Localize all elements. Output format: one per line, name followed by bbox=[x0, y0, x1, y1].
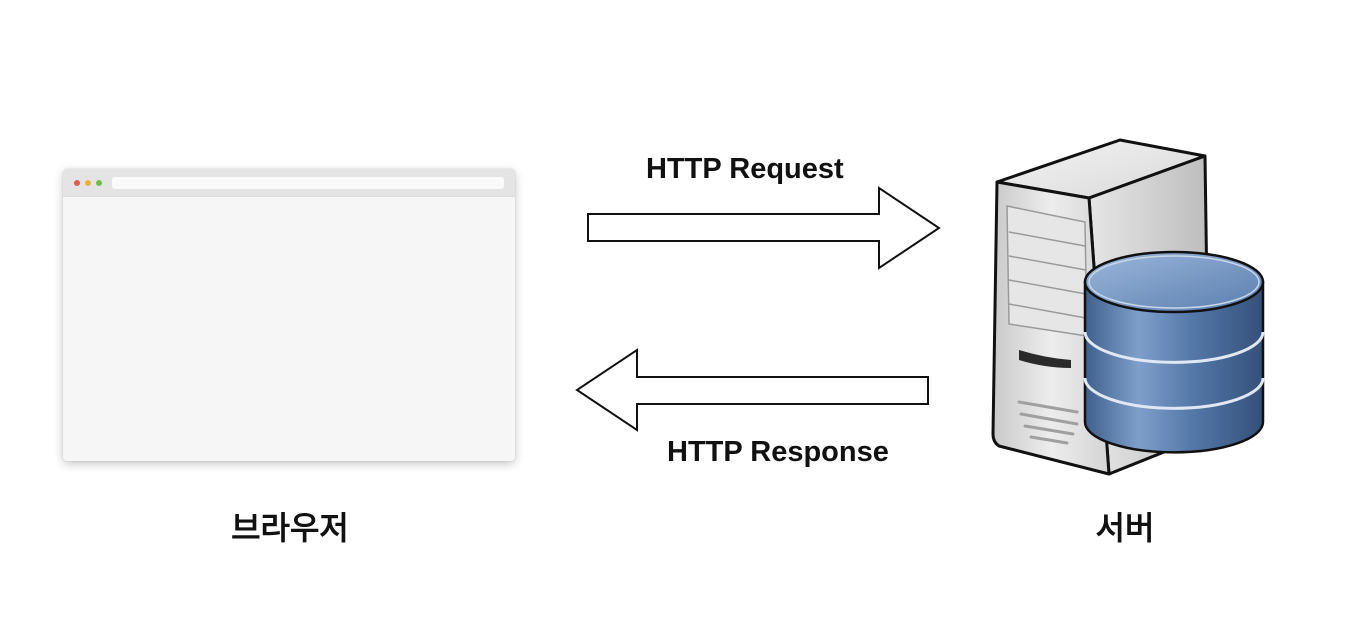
arrow-left-icon bbox=[575, 348, 929, 432]
http-request-label: HTTP Request bbox=[646, 153, 844, 185]
arrow-right-icon bbox=[587, 186, 941, 270]
browser-label: 브라우저 bbox=[231, 509, 349, 547]
http-response-label: HTTP Response bbox=[667, 436, 889, 468]
address-bar bbox=[112, 177, 504, 189]
browser-window-icon bbox=[63, 169, 515, 461]
server-tower-icon bbox=[991, 138, 1265, 476]
database-cylinder-icon bbox=[1083, 250, 1265, 454]
browser-viewport bbox=[63, 197, 515, 461]
minimize-dot-icon bbox=[85, 180, 91, 186]
browser-titlebar bbox=[63, 169, 515, 197]
close-dot-icon bbox=[74, 180, 80, 186]
server-label: 서버 bbox=[1095, 509, 1155, 547]
maximize-dot-icon bbox=[96, 180, 102, 186]
